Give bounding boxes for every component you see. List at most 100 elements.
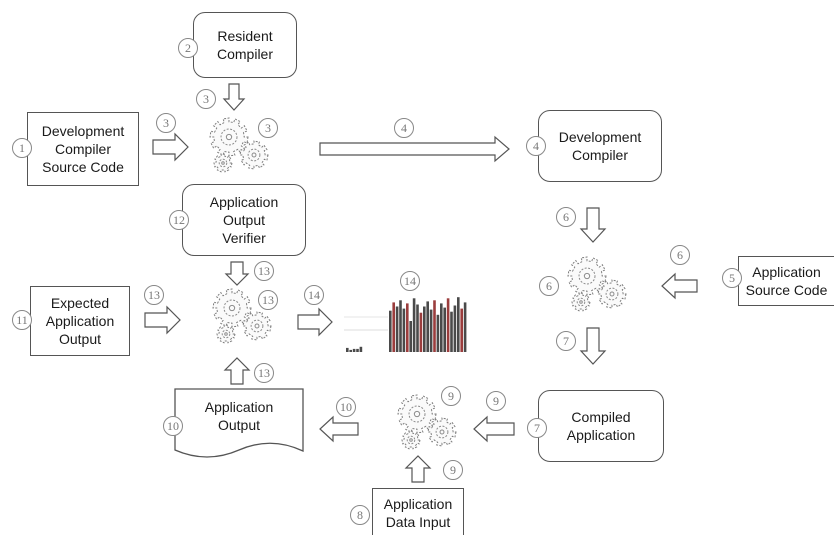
gear-cluster-compile-medium-hub [247, 148, 261, 162]
badge-2: 2 [178, 38, 198, 58]
compiled-application-box: Compiled Application [538, 390, 664, 462]
expected-output-line3: Output [58, 331, 102, 347]
chart-bar [457, 297, 460, 352]
gear-cluster-run-medium [427, 417, 457, 447]
arrow-source-to-gear [152, 132, 189, 162]
badge-7-box: 7 [527, 418, 547, 438]
gear-cluster-verify-medium-axle [254, 323, 260, 329]
development-compiler-line2: Compiler [571, 147, 628, 163]
gear-cluster-app-compile-big [567, 256, 607, 296]
gear-cluster-run-big-hub [408, 405, 426, 423]
chart-bar [399, 300, 402, 352]
arrow-gear-to-output [319, 415, 359, 443]
gear-cluster-verify-big-hub [223, 299, 241, 317]
gear-cluster-app-compile-big-hub [578, 267, 596, 285]
badge-14-chart: 14 [400, 271, 420, 291]
badge-6-left: 6 [539, 276, 559, 296]
chart-bar [409, 321, 412, 352]
badge-10-arrow: 10 [336, 397, 356, 417]
gear-cluster-app-compile [567, 256, 627, 312]
arrow-compiled-to-gear [473, 415, 515, 443]
app-output-line1: Application [204, 399, 274, 415]
resident-compiler-line1: Resident [217, 28, 273, 44]
verifier-line2: Output [222, 212, 266, 228]
gear-cluster-run-medium-hub [435, 425, 449, 439]
arrow-gear-to-compiled [579, 327, 607, 365]
gear-cluster-compile-medium-axle [251, 152, 257, 158]
gear-cluster-app-compile-big-axle [583, 272, 591, 280]
chart-bar [346, 347, 349, 352]
badge-5: 5 [722, 268, 742, 288]
gear-cluster-verify-big-axle [228, 304, 236, 312]
arrow-data-input-to-gear [404, 455, 432, 483]
resident-compiler-line2: Compiler [216, 46, 273, 62]
badge-13-bottom: 13 [254, 363, 274, 383]
badge-13-gear: 13 [258, 290, 278, 310]
dev-compiler-source-line2: Compiler [54, 141, 111, 157]
data-input-line1: Application [383, 496, 453, 512]
chart-bar [352, 348, 356, 352]
chart-bar [412, 298, 416, 352]
dev-compiler-source-line1: Development [41, 123, 125, 139]
chart-bar [395, 306, 399, 352]
chart-bar [446, 298, 450, 352]
badge-1: 1 [12, 138, 32, 158]
chart-bar [349, 349, 352, 352]
app-source-line1: Application [752, 264, 821, 280]
badge-9-gear: 9 [441, 386, 461, 406]
application-output-verifier-box: Application Output Verifier [182, 184, 306, 256]
app-source-line2: Source Code [745, 282, 828, 298]
arrow-output-to-verifier-gear [223, 357, 251, 385]
gear-cluster-compile-big [209, 117, 249, 157]
chart-bar [436, 314, 440, 352]
development-compiler-line1: Development [558, 129, 642, 145]
chart-bar [419, 312, 423, 352]
gear-cluster-compile-medium [239, 140, 269, 170]
badge-7-arrow: 7 [556, 331, 576, 351]
gear-cluster-verify-small [216, 324, 236, 344]
gear-cluster-app-compile-small-axle [579, 300, 583, 304]
arrow-verifier-to-gear [224, 261, 250, 286]
chart-bar [416, 304, 419, 352]
dev-compiler-source-line3: Source Code [42, 159, 124, 175]
chart-bar [426, 301, 429, 352]
badge-8: 8 [350, 505, 370, 525]
gear-cluster-verify-small-axle [224, 332, 228, 336]
gear-cluster-run-small-hub [406, 435, 416, 445]
expected-application-output-box: Expected Application Output [30, 286, 130, 356]
data-input-line2: Data Input [385, 514, 451, 530]
gear-cluster-app-compile-small-hub [576, 297, 586, 307]
gear-cluster-app-compile-small [571, 292, 591, 312]
expected-output-line1: Expected [50, 295, 110, 311]
gear-cluster-compile-small-hub [218, 158, 228, 168]
expected-output-line2: Application [45, 313, 115, 329]
gear-cluster-compile-big-axle [225, 133, 233, 141]
arrow-gear-to-dev-compiler [319, 135, 510, 163]
arrow-gear-to-chart [297, 307, 333, 337]
badge-14-arrow: 14 [304, 285, 324, 305]
gear-cluster-run-small-axle [409, 438, 413, 442]
gear-cluster-compile [209, 117, 269, 173]
dev-compiler-source-box: Development Compiler Source Code [27, 112, 139, 186]
chart-bar [356, 348, 359, 352]
chart-bar [443, 307, 446, 352]
gear-cluster-app-compile-medium-hub [605, 287, 619, 301]
chart-bar [392, 302, 395, 352]
chart-bar [433, 300, 436, 352]
app-output-line2: Output [217, 417, 261, 433]
development-compiler-box: Development Compiler [538, 110, 662, 182]
document-shape [174, 388, 304, 458]
gear-cluster-app-compile-medium [597, 279, 627, 309]
compiled-app-line1: Compiled [571, 409, 631, 425]
chart-bar [423, 306, 426, 352]
gear-cluster-compile-big-hub [220, 128, 238, 146]
verifier-line1: Application [209, 194, 279, 210]
chart-bar [429, 309, 433, 352]
chart-bar [402, 308, 406, 352]
gear-cluster-verify-medium-hub [250, 319, 264, 333]
arrow-dev-compiler-to-gear [579, 207, 607, 243]
gear-cluster-app-compile-medium-axle [609, 291, 615, 297]
gear-cluster-verify-big [212, 288, 252, 328]
